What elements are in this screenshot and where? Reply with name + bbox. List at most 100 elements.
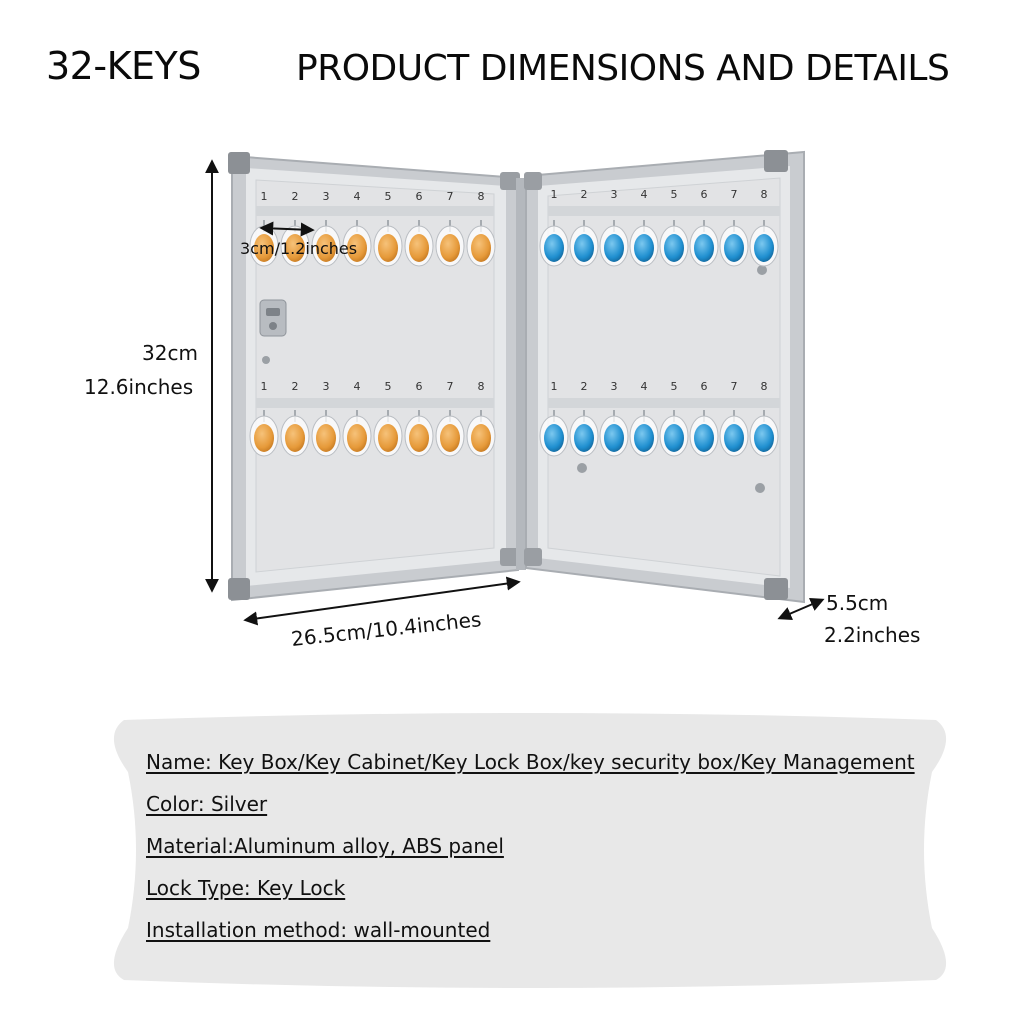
left-hook-number: 2: [292, 380, 299, 393]
right-key-tag[interactable]: [724, 424, 744, 452]
right-hook-number: 7: [731, 380, 738, 393]
right-hook-number: 5: [671, 380, 678, 393]
left-hook-number: 8: [478, 380, 485, 393]
right-key-tag[interactable]: [694, 424, 714, 452]
hook-numbers-right-top: 1 2 3 4 5 6 7 8: [551, 188, 768, 201]
left-key-tag[interactable]: [285, 234, 305, 262]
height-in-label: 12.6inches: [84, 375, 193, 399]
right-key-tag[interactable]: [544, 234, 564, 262]
right-hook-number: 8: [761, 188, 768, 201]
left-door: [228, 152, 520, 602]
detail-material: Material:Aluminum alloy, ABS panel: [146, 834, 504, 858]
right-hook-number: 2: [581, 380, 588, 393]
left-key-tag[interactable]: [409, 234, 429, 262]
key-spacing-label: 3cm/1.2inches: [240, 239, 357, 258]
left-key-tag[interactable]: [254, 424, 274, 452]
width-label: 26.5cm/10.4inches: [290, 607, 482, 651]
left-key-tag[interactable]: [440, 234, 460, 262]
corner-cap: [764, 578, 788, 600]
right-key-tag[interactable]: [604, 234, 624, 262]
left-hook-number: 6: [416, 380, 423, 393]
right-hook-number: 4: [641, 380, 648, 393]
title-32-keys: 32-KEYS: [46, 44, 201, 88]
key-box-illustration: 1 2 3 4 5 6 7 8 1 2 3 4 5 6 7 8 1 2 3 4 5 6 7 8 1 2 3 4 5 6 7 8 3cm/…: [84, 150, 920, 651]
left-hook-number: 5: [385, 380, 392, 393]
right-key-tag[interactable]: [574, 234, 594, 262]
detail-color: Color: Silver: [146, 792, 268, 816]
corner-cap: [500, 548, 520, 566]
right-key-tag[interactable]: [694, 234, 714, 262]
depth-in-label: 2.2inches: [824, 623, 920, 647]
right-key-tag[interactable]: [544, 424, 564, 452]
left-key-tag[interactable]: [316, 234, 336, 262]
left-hook-number: 7: [447, 380, 454, 393]
left-key-tag[interactable]: [316, 424, 336, 452]
depth-arrow: [777, 597, 825, 621]
right-hook-number: 3: [611, 188, 618, 201]
right-hook-number: 2: [581, 188, 588, 201]
left-key-tag[interactable]: [409, 424, 429, 452]
left-key-tag[interactable]: [254, 234, 274, 262]
right-hook-number: 7: [731, 188, 738, 201]
right-key-tag[interactable]: [574, 424, 594, 452]
height-cm-label: 32cm: [142, 341, 198, 365]
right-key-tag[interactable]: [754, 234, 774, 262]
left-hook-number: 4: [354, 190, 361, 203]
right-key-tag[interactable]: [604, 424, 624, 452]
detail-installation: Installation method: wall-mounted: [146, 918, 491, 942]
right-key-tag[interactable]: [634, 424, 654, 452]
right-hook-number: 5: [671, 188, 678, 201]
right-key-tag[interactable]: [664, 234, 684, 262]
left-key-tag[interactable]: [471, 424, 491, 452]
detail-lock-type: Lock Type: Key Lock: [146, 876, 346, 900]
key-tags-right-bottom: [539, 410, 779, 457]
right-key-tag[interactable]: [634, 234, 654, 262]
left-hook-number: 5: [385, 190, 392, 203]
left-hook-number: 1: [261, 380, 268, 393]
screw-icon: [757, 265, 767, 275]
left-hook-number: 8: [478, 190, 485, 203]
key-tags-left-bottom: [249, 410, 496, 457]
left-key-tag[interactable]: [471, 234, 491, 262]
detail-name: Name: Key Box/Key Cabinet/Key Lock Box/k…: [146, 750, 915, 774]
right-hook-number: 6: [701, 188, 708, 201]
left-hook-number: 1: [261, 190, 268, 203]
spacing-arrow: [259, 221, 315, 237]
corner-cap: [500, 172, 520, 190]
screw-icon: [262, 356, 270, 364]
title-product-dimensions: PRODUCT DIMENSIONS AND DETAILS: [296, 48, 950, 89]
right-key-tag[interactable]: [724, 234, 744, 262]
right-hook-number: 4: [641, 188, 648, 201]
left-hook-number: 3: [323, 380, 330, 393]
depth-cm-label: 5.5cm: [826, 591, 888, 615]
right-hook-number: 8: [761, 380, 768, 393]
left-key-tag[interactable]: [347, 234, 367, 262]
corner-cap: [228, 152, 250, 174]
key-tags-right-top: [539, 220, 779, 267]
left-key-tag[interactable]: [285, 424, 305, 452]
width-arrow: [243, 576, 521, 626]
left-hook-number: 2: [292, 190, 299, 203]
left-key-tag[interactable]: [440, 424, 460, 452]
lock-icon[interactable]: [259, 299, 287, 337]
screw-icon: [577, 463, 587, 473]
right-key-tag[interactable]: [664, 424, 684, 452]
corner-cap: [228, 578, 250, 600]
hinge: [516, 178, 526, 570]
screw-icon: [755, 483, 765, 493]
right-hook-number: 1: [551, 188, 558, 201]
details-panel-background: [113, 713, 947, 988]
right-key-tag[interactable]: [754, 424, 774, 452]
left-hook-number: 7: [447, 190, 454, 203]
left-hook-number: 6: [416, 190, 423, 203]
left-key-tag[interactable]: [378, 424, 398, 452]
left-key-tag[interactable]: [378, 234, 398, 262]
details-list: Name: Key Box/Key Cabinet/Key Lock Box/k…: [146, 744, 946, 954]
corner-cap: [764, 150, 788, 172]
right-hook-number: 6: [701, 380, 708, 393]
right-hook-number: 1: [551, 380, 558, 393]
left-hook-number: 3: [323, 190, 330, 203]
left-key-tag[interactable]: [347, 424, 367, 452]
